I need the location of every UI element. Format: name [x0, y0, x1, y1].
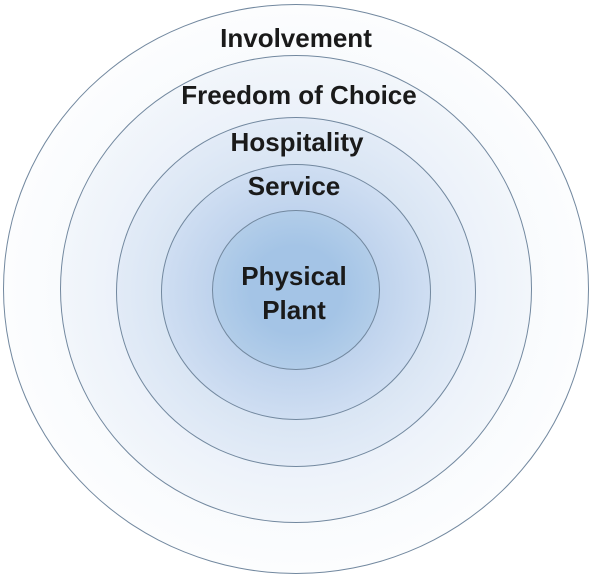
ring-label-involvement: Involvement: [220, 23, 372, 54]
ring-label-freedom-of-choice: Freedom of Choice: [181, 80, 417, 111]
ring-label-physical-plant: Physical Plant: [241, 261, 347, 325]
ring-physical-plant: [212, 210, 380, 370]
ring-label-service: Service: [247, 171, 341, 202]
ring-label-hospitality: Hospitality: [230, 127, 364, 158]
